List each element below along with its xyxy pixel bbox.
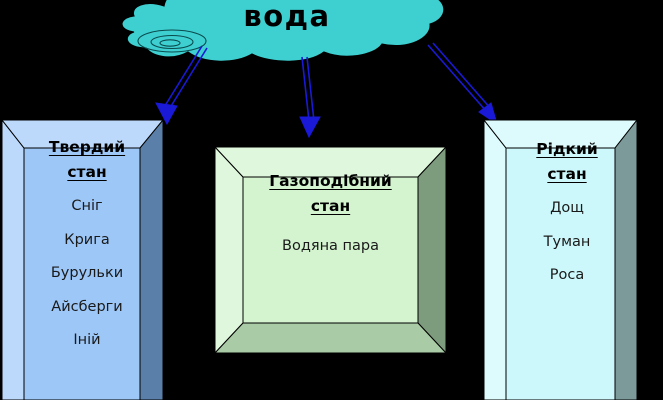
solid-box-content: Твердий стан Сніг Крига Бурульки Айсберг… xyxy=(12,138,162,348)
solid-item-3: Айсберги xyxy=(51,298,123,315)
liquid-heading-line2: стан xyxy=(547,164,587,183)
arrow-to-liquid-icon xyxy=(427,42,498,126)
liquid-box-content: Рідкий стан Дощ Туман Роса xyxy=(493,140,641,283)
cloud-label: вода xyxy=(243,0,331,33)
solid-heading-line1: Твердий xyxy=(48,138,126,156)
gas-heading-line2: стан xyxy=(310,196,351,215)
gas-heading-line1: Газоподібний xyxy=(269,172,392,190)
liquid-item-2: Роса xyxy=(549,267,585,283)
arrow-head xyxy=(299,116,321,139)
state-box-liquid[interactable]: Рідкий стан Дощ Туман Роса xyxy=(482,118,663,400)
liquid-item-0: Дощ xyxy=(550,200,584,216)
state-box-gas[interactable]: Газоподібний стан Водяна пара xyxy=(213,145,448,355)
solid-box-frame xyxy=(0,118,165,400)
state-box-solid[interactable]: Твердий стан Сніг Крига Бурульки Айсберг… xyxy=(0,118,185,400)
arrow-to-gas-icon xyxy=(299,56,321,139)
liquid-item-1: Туман xyxy=(543,233,591,250)
liquid-box-frame xyxy=(482,118,639,400)
gas-box-frame xyxy=(213,145,448,355)
cloud-swirl-icon xyxy=(137,29,207,53)
solid-item-0: Сніг xyxy=(71,198,103,214)
gas-box-content: Газоподібний стан Водяна пара xyxy=(233,172,428,254)
gas-item-0: Водяна пара xyxy=(282,238,379,254)
arrow-head xyxy=(155,102,178,126)
solid-item-2: Бурульки xyxy=(50,265,124,281)
cloud-svg xyxy=(121,0,445,62)
solid-item-4: Іній xyxy=(73,332,101,348)
solid-item-1: Крига xyxy=(64,231,110,248)
arrow-to-solid-icon xyxy=(155,45,208,126)
liquid-heading-line1: Рідкий xyxy=(536,140,598,158)
cloud-shape: вода xyxy=(112,0,462,68)
solid-heading-line2: стан xyxy=(67,162,107,181)
arrow-head xyxy=(478,102,498,126)
